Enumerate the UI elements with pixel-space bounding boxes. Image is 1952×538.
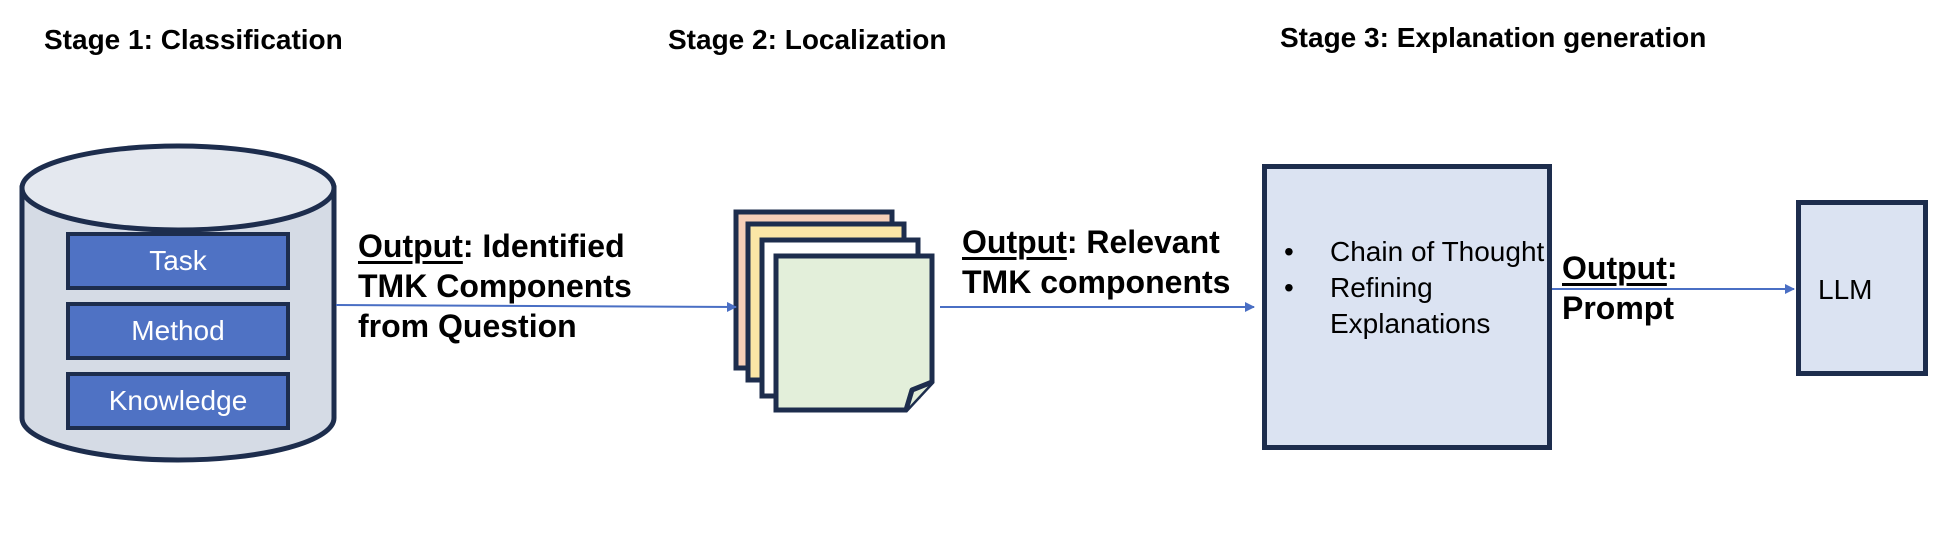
llm-box [1796, 200, 1928, 376]
explanation-item-2-label: Refining Explanations [1330, 272, 1491, 339]
stage-3-title: Stage 3: Explanation generation [1280, 24, 1706, 52]
stage-3-name: : Explanation generation [1379, 22, 1707, 53]
explanation-box [1262, 164, 1552, 450]
stage-1-number: Stage 1 [44, 24, 144, 55]
stage-3-number: Stage 3 [1280, 22, 1380, 53]
database-top [19, 143, 337, 233]
stage-2-title: Stage 2: Localization [668, 26, 947, 54]
database-item-method-label: Method [131, 315, 225, 346]
explanation-item-refining: • Refining Explanations [1262, 270, 1570, 342]
output-1-line-3: from Question [358, 308, 577, 344]
output-3-line-1-rest: : [1666, 250, 1678, 286]
documents-stack-icon [733, 209, 935, 413]
database-item-knowledge-label: Knowledge [108, 385, 248, 416]
bullet-icon: • [1284, 236, 1294, 267]
llm-label: LLM [1818, 274, 1873, 305]
explanation-item-chain-of-thought: • Chain of Thought [1262, 234, 1570, 270]
database-item-task-label: Task [149, 245, 207, 276]
database-item-task: Task [66, 232, 290, 290]
stage-1-title: Stage 1: Classification [44, 26, 343, 54]
output-1-keyword: Output [358, 228, 463, 264]
output-1-line-2: TMK Components [358, 268, 632, 304]
arrow-classification-to-localization [335, 301, 737, 312]
output-2-line-2: TMK components [962, 264, 1231, 300]
output-2-line-1: Output: Relevant [962, 222, 1230, 262]
output-3-keyword: Output [1562, 250, 1667, 286]
explanation-item-1-label: Chain of Thought [1330, 236, 1545, 267]
output-1-line-1: Output: Identified [358, 226, 632, 266]
document-page-green [773, 253, 935, 413]
output-3-line-1: Output: [1562, 248, 1678, 288]
output-label-localization: Output: Relevant TMK components [962, 222, 1230, 302]
output-2-line-1-rest: : Relevant [1066, 224, 1220, 260]
output-1-line-1-rest: : Identified [462, 228, 625, 264]
stage-1-name: : Classification [143, 24, 343, 55]
output-label-explanation: Output: Prompt [1562, 248, 1678, 328]
output-label-classification: Output: Identified TMK Components from Q… [358, 226, 632, 346]
output-2-keyword: Output [962, 224, 1067, 260]
bullet-icon: • [1284, 272, 1294, 303]
database-item-method: Method [66, 302, 290, 360]
document-corner-fold [903, 379, 933, 411]
database-item-knowledge: Knowledge [66, 372, 290, 430]
explanation-list: • Chain of Thought • Refining Explanatio… [1262, 234, 1570, 342]
stage-2-name: : Localization [767, 24, 947, 55]
output-3-line-2: Prompt [1562, 290, 1674, 326]
stage-2-number: Stage 2 [668, 24, 768, 55]
